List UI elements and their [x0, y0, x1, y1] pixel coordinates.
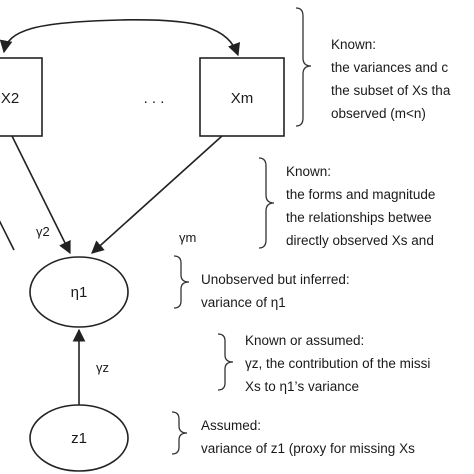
- svg-text:Xs to η1’s variance: Xs to η1’s variance: [245, 379, 359, 394]
- note-assumed: Assumed: variance of z1 (proxy for missi…: [201, 418, 415, 456]
- svg-text:the variances and c: the variances and c: [331, 60, 448, 75]
- svg-text:Unobserved but inferred:: Unobserved but inferred:: [201, 272, 350, 287]
- x2-node: [0, 57, 43, 137]
- svg-text:Assumed:: Assumed:: [201, 418, 261, 433]
- note-known-or-assumed: Known or assumed: γz, the contribution o…: [245, 333, 430, 394]
- covariance-arrow: [0, 18, 240, 57]
- svg-text:variance of z1 (proxy for miss: variance of z1 (proxy for missing Xs: [201, 441, 415, 456]
- xm-node: [199, 57, 285, 137]
- xm-label: Xm: [231, 90, 254, 107]
- svg-text:the forms and magnitude: the forms and magnitude: [286, 187, 435, 202]
- edge-x1-eta1: [0, 220, 15, 251]
- svg-text:directly observed Xs and: directly observed Xs and: [286, 233, 434, 248]
- svg-text:Known:: Known:: [331, 37, 376, 52]
- eta1-label: η1: [71, 284, 88, 301]
- svg-text:the relationships betwee: the relationships betwee: [286, 210, 432, 225]
- note-known-variances: Known: the variances and c the subset of…: [331, 37, 451, 121]
- x2-label: X2: [1, 90, 19, 107]
- z1-node: [29, 404, 129, 472]
- svg-text:variance of η1: variance of η1: [201, 295, 286, 310]
- gamma2-label: γ2: [36, 224, 50, 239]
- note-unobserved: Unobserved but inferred: variance of η1: [201, 272, 350, 310]
- brace-unobserved: [173, 255, 190, 309]
- z1-label: z1: [71, 430, 87, 447]
- brace-known-or-assumed: [217, 333, 234, 391]
- svg-text:Known or assumed:: Known or assumed:: [245, 333, 364, 348]
- note-known-relationships: Known: the forms and magnitude the relat…: [286, 164, 435, 248]
- edge-xm-eta1: [91, 135, 223, 254]
- svg-text:γz, the contribution of the mi: γz, the contribution of the missi: [245, 356, 430, 371]
- svg-text:Known:: Known:: [286, 164, 331, 179]
- ellipsis: . . .: [144, 90, 165, 107]
- gammam-label: γm: [179, 230, 196, 245]
- brace-assumed: [171, 411, 188, 455]
- brace-known-variances: [295, 7, 312, 127]
- edge-x2-eta1: [11, 135, 71, 255]
- gammaz-label: γz: [96, 360, 109, 375]
- eta1-node: [29, 256, 129, 328]
- brace-known-relationships: [258, 157, 275, 249]
- svg-text:observed (m<n): observed (m<n): [331, 106, 426, 121]
- svg-text:the subset of Xs tha: the subset of Xs tha: [331, 83, 451, 98]
